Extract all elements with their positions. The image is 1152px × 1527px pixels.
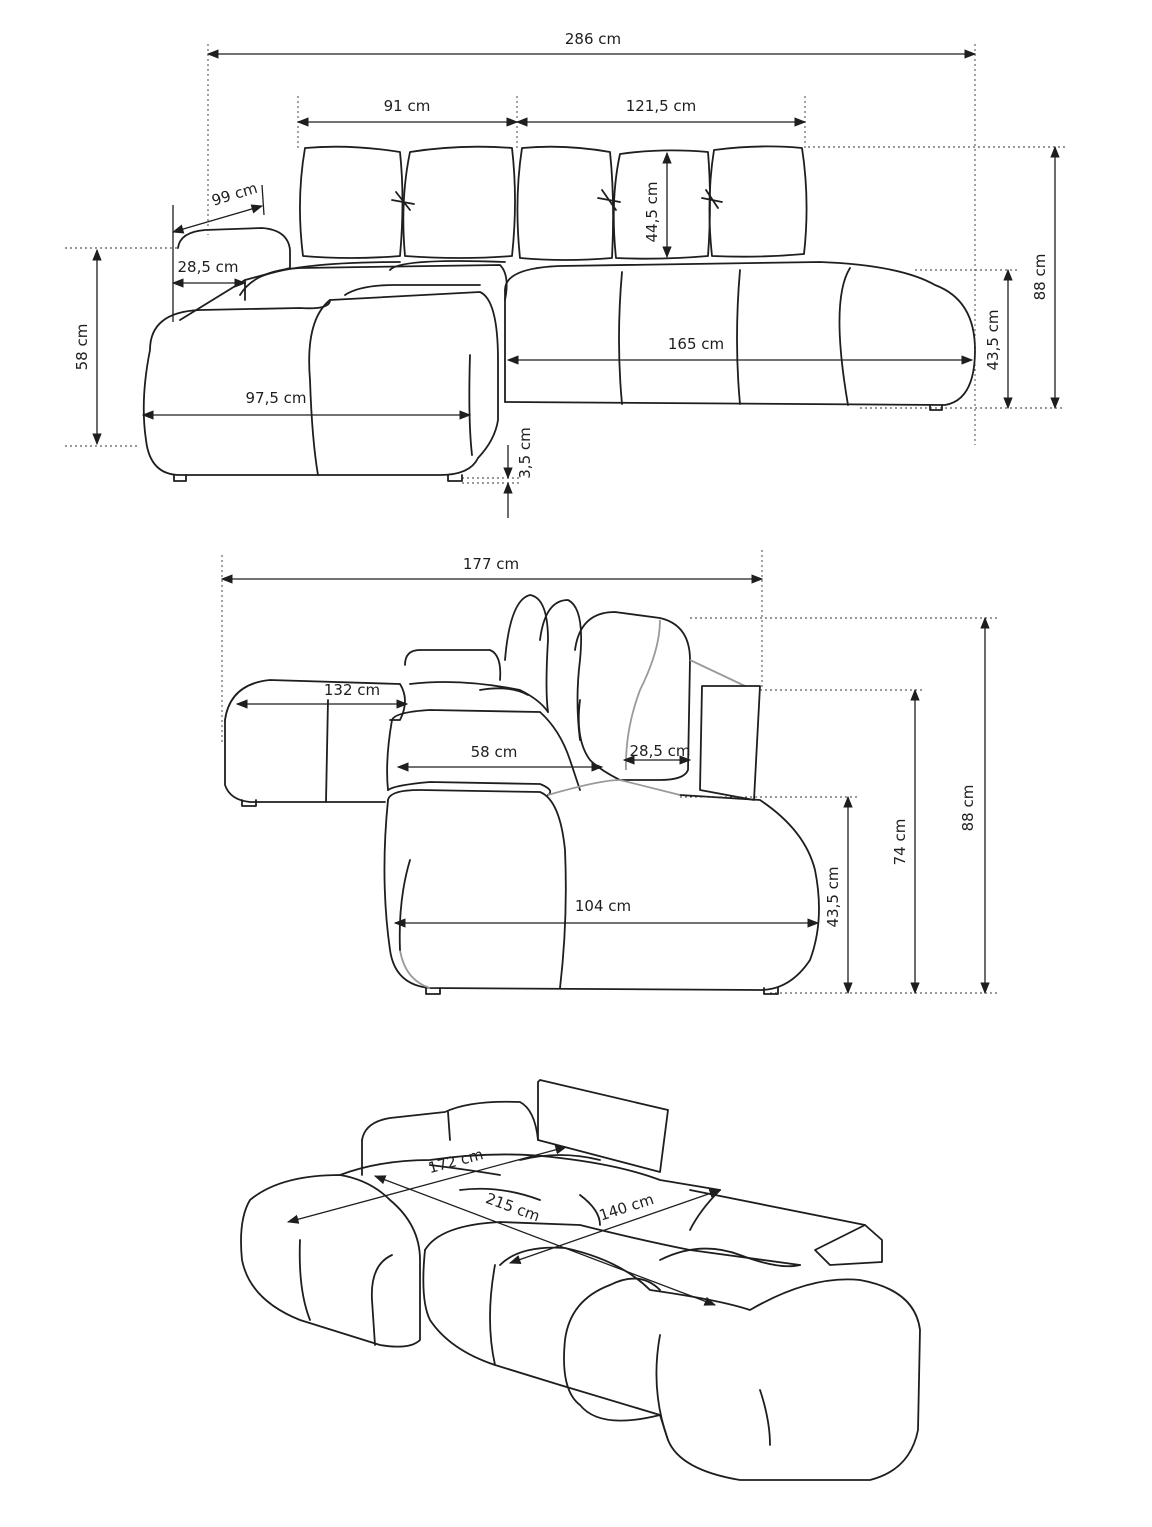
label-leg-height: 3,5 cm <box>516 427 534 478</box>
side-sofa-outline <box>224 594 820 995</box>
side-view: 177 cm 132 cm 58 cm 28,5 cm 104 cm 43,5 … <box>220 550 998 995</box>
side-dimension-lines <box>220 550 998 995</box>
label-chaise-width: 97,5 cm <box>245 389 306 407</box>
front-view: 286 cm 91 cm 121,5 cm 99 cm 28,5 cm 44,5… <box>65 30 1065 518</box>
bed-view: 172 cm 215 cm 140 cm <box>240 1079 921 1481</box>
label-total-height: 88 cm <box>1031 254 1049 301</box>
bed-dimension-lines <box>286 1145 722 1306</box>
label-seat-length: 104 cm <box>575 897 631 915</box>
label-bed-width: 172 cm <box>426 1145 485 1177</box>
label-seat-depth: 58 cm <box>471 743 518 761</box>
label-total-width: 286 cm <box>565 30 621 48</box>
front-dimension-lines <box>65 44 1065 518</box>
label-back-right-width: 121,5 cm <box>626 97 697 115</box>
label-chaise-height: 58 cm <box>73 324 91 371</box>
label-side-armrest-width: 28,5 cm <box>629 742 690 760</box>
label-total-depth: 177 cm <box>463 555 519 573</box>
front-sofa-outline <box>142 145 976 482</box>
label-armrest-width: 28,5 cm <box>177 258 238 276</box>
label-cushion-height: 44,5 cm <box>643 181 661 242</box>
label-armrest-height: 74 cm <box>891 819 909 866</box>
label-chaise-depth: 132 cm <box>324 681 380 699</box>
label-seat-width: 165 cm <box>668 335 724 353</box>
label-back-left-width: 91 cm <box>384 97 431 115</box>
label-side-total-height: 88 cm <box>959 785 977 832</box>
label-bed-length: 140 cm <box>597 1190 656 1225</box>
label-armrest-depth: 99 cm <box>210 179 260 210</box>
label-side-seat-height: 43,5 cm <box>824 866 842 927</box>
bed-sofa-outline <box>240 1079 921 1481</box>
label-seat-height: 43,5 cm <box>984 309 1002 370</box>
